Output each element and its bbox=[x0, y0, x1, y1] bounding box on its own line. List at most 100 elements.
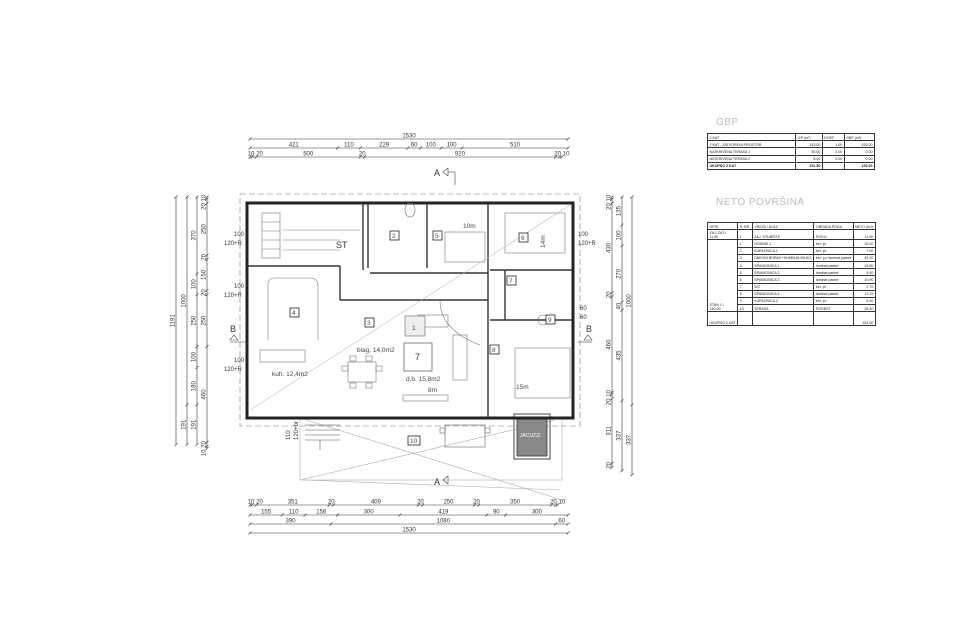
dimension-label: 20 bbox=[550, 500, 557, 506]
section-letter: A bbox=[434, 168, 440, 178]
table-cell: 10 bbox=[737, 304, 753, 313]
dimension-tick bbox=[476, 503, 481, 507]
dimension-tick bbox=[610, 390, 614, 395]
dimension-tick bbox=[610, 195, 614, 199]
dimension-tick bbox=[205, 446, 209, 451]
dimension-label: 10 bbox=[202, 194, 208, 201]
terrace bbox=[299, 417, 563, 501]
dimension-tick bbox=[555, 503, 560, 507]
length-label: 15m bbox=[516, 384, 529, 391]
dimension-label: 409 bbox=[371, 500, 382, 506]
table-cell: 9 bbox=[737, 296, 753, 306]
table-cell: SPAVAONICA 4 bbox=[751, 289, 815, 298]
table-cell: SPAVAONICA 3 bbox=[751, 275, 815, 284]
table-cell: laminat parket bbox=[813, 260, 854, 270]
dimension-label: 10 bbox=[248, 152, 255, 158]
dimension-label: 10 bbox=[202, 449, 208, 456]
header-cell: KOEF bbox=[821, 132, 845, 142]
dimension-tick bbox=[503, 513, 508, 517]
window-tag: 100 bbox=[234, 284, 245, 290]
table-cell: PODEST bbox=[813, 304, 854, 313]
table-cell: SPAVAONICA 2 bbox=[751, 268, 815, 277]
dimension-tick bbox=[439, 146, 443, 150]
dimension-label: 100 bbox=[192, 279, 198, 290]
room-label-living: d.b. 15,8m2 bbox=[406, 376, 441, 383]
dimension-label: 100 bbox=[426, 143, 437, 149]
table-cell: 10.00 bbox=[852, 239, 876, 248]
dimension-tick bbox=[620, 244, 624, 248]
dimension-tick bbox=[195, 195, 199, 199]
dimension-tick bbox=[553, 503, 558, 507]
dimension-label: 1000 bbox=[182, 294, 188, 308]
dimension-label: 10 bbox=[607, 389, 613, 396]
window-tag: 120+R bbox=[224, 293, 243, 299]
header-cell: GBP (m²) bbox=[843, 132, 876, 142]
dimension-label: 135 bbox=[617, 205, 623, 216]
window-tag: 60 bbox=[580, 315, 587, 321]
dimension-label: 20 bbox=[202, 203, 208, 210]
dimension-tick bbox=[553, 522, 558, 526]
dimension-label: 191 bbox=[182, 419, 188, 430]
table-cell: 6 bbox=[737, 275, 753, 284]
room-label-kitchen: kuh. 12,4m2 bbox=[272, 371, 308, 378]
dimension-label: 250 bbox=[443, 500, 454, 506]
dimension-label: 20 bbox=[256, 152, 263, 158]
section-letter: B bbox=[230, 324, 236, 334]
table-cell: NATKRIVENA TERASA 2 bbox=[706, 154, 797, 163]
dimension-tick bbox=[566, 137, 570, 141]
dimension-tick bbox=[195, 442, 199, 447]
dimension-label: 20 bbox=[202, 440, 208, 447]
dimension-tick bbox=[195, 403, 199, 407]
room-number: 6 bbox=[521, 235, 525, 242]
total-label: UKUPNO 2 KAT bbox=[706, 311, 739, 327]
table-cell: PODIJ bbox=[813, 229, 854, 241]
section-marks bbox=[229, 167, 593, 485]
dimension-tick bbox=[248, 503, 252, 507]
dimension-tick bbox=[566, 522, 570, 526]
table-cell: TERASA bbox=[751, 304, 815, 313]
room-number-box bbox=[389, 230, 400, 241]
dimension-tick bbox=[205, 440, 209, 444]
table-cell: 153.00 bbox=[843, 161, 876, 170]
dimension-label: 300 bbox=[364, 510, 375, 516]
dimension-label: 460 bbox=[202, 389, 208, 400]
table-cell: HODNIK 1 bbox=[751, 239, 815, 248]
dimension-tick bbox=[630, 195, 634, 199]
room-number: 3 bbox=[367, 320, 371, 327]
fixtures bbox=[249, 202, 571, 411]
table-cell: DNEVNI BORAV.+KUHINJA+BLAG. bbox=[751, 253, 815, 262]
dimension-label: 337 bbox=[627, 434, 633, 445]
dimension-tick bbox=[331, 503, 336, 507]
dimension-label: 20 bbox=[328, 500, 335, 506]
dimension-tick bbox=[566, 146, 570, 150]
room-number-box bbox=[289, 307, 300, 318]
table-cell: 2 bbox=[737, 246, 753, 255]
dimension-tick bbox=[254, 503, 258, 507]
dimension-label: 150 bbox=[202, 269, 208, 280]
dimension-label: 229 bbox=[379, 143, 390, 149]
dimension-label: 100 bbox=[617, 230, 623, 241]
dimension-tick bbox=[358, 146, 363, 150]
window-tag: 120+R bbox=[224, 367, 243, 373]
dimension-label: 460 bbox=[607, 339, 613, 350]
dimension-tick bbox=[557, 155, 562, 159]
dimension-label: 500 bbox=[303, 152, 314, 158]
room-label-stair: ST bbox=[336, 240, 348, 250]
dimension-tick bbox=[416, 503, 421, 507]
dimension-tick bbox=[303, 513, 307, 517]
dimension-tick bbox=[566, 531, 570, 535]
dimension-tick bbox=[610, 295, 614, 299]
dimension-tick bbox=[620, 300, 624, 304]
table-cell: 17.15 bbox=[852, 289, 876, 298]
dimension-tick bbox=[560, 155, 564, 159]
dimension-tick bbox=[248, 522, 252, 526]
window-tag: 100 bbox=[234, 232, 245, 238]
dimension-label: 20 bbox=[607, 291, 613, 298]
header-cell: OPIS bbox=[706, 221, 739, 231]
section-letter: A bbox=[434, 477, 440, 487]
